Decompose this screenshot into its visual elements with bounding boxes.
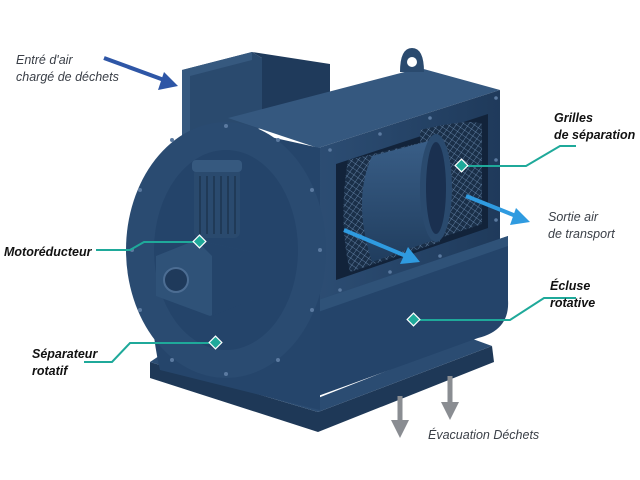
- label-separator: Séparateur rotatif: [32, 346, 97, 380]
- callout-markers: [192, 158, 469, 350]
- callout-lines: [84, 145, 576, 363]
- inlet-arrow: [103, 56, 178, 90]
- housing-bolts: [328, 96, 498, 292]
- callout-lock: [414, 297, 576, 321]
- label-discharge: Évacuation Déchets: [428, 427, 539, 444]
- screen-window: [336, 114, 488, 280]
- callout-motor: [96, 241, 200, 251]
- outlet-arrow: [465, 194, 530, 225]
- callout-screens: [462, 145, 576, 167]
- discharge-arrows: [391, 376, 459, 438]
- label-separator-line1: Séparateur: [32, 347, 98, 361]
- label-motor-line1: Motoréducteur: [4, 245, 92, 259]
- label-lock-line2: rotative: [550, 296, 596, 310]
- label-inlet: Entré d'air chargé de déchets: [16, 52, 119, 86]
- label-discharge-line1: Évacuation Déchets: [428, 428, 540, 442]
- lifting-eye: [400, 48, 424, 72]
- label-lock-line1: Écluse: [550, 279, 591, 293]
- label-lock: Écluse rotative: [550, 278, 595, 312]
- label-inlet-line1: Entré d'air: [16, 53, 73, 67]
- inner-flow-arrow: [343, 228, 420, 264]
- label-screens: Grilles de séparation: [554, 110, 635, 144]
- label-screens-line1: Grilles: [554, 111, 593, 125]
- label-screens-line2: de séparation: [554, 128, 636, 142]
- label-outlet-line1: Sortie air: [548, 210, 599, 224]
- callout-separator: [84, 342, 216, 363]
- label-outlet-line2: de transport: [548, 227, 615, 241]
- label-outlet: Sortie air de transport: [548, 209, 615, 243]
- motor-gearbox: [156, 160, 252, 316]
- label-inlet-line2: chargé de déchets: [16, 70, 119, 84]
- label-separator-line2: rotatif: [32, 364, 68, 378]
- label-motor: Motoréducteur: [4, 244, 92, 261]
